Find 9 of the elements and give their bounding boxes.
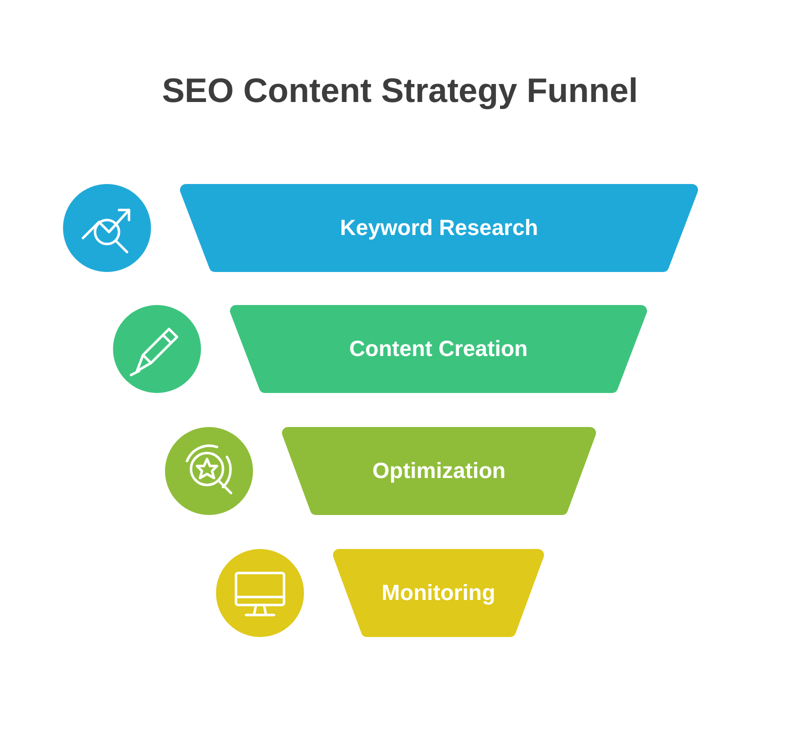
stage-label: Optimization	[372, 458, 506, 484]
stage-label: Keyword Research	[340, 215, 538, 241]
stage-label: Content Creation	[349, 336, 528, 362]
diagram-title: SEO Content Strategy Funnel	[160, 72, 640, 111]
funnel-band	[180, 184, 698, 272]
funnel-band	[230, 305, 647, 393]
stage-label: Monitoring	[382, 580, 496, 606]
funnel-band	[282, 427, 596, 515]
funnel-band	[333, 549, 544, 637]
